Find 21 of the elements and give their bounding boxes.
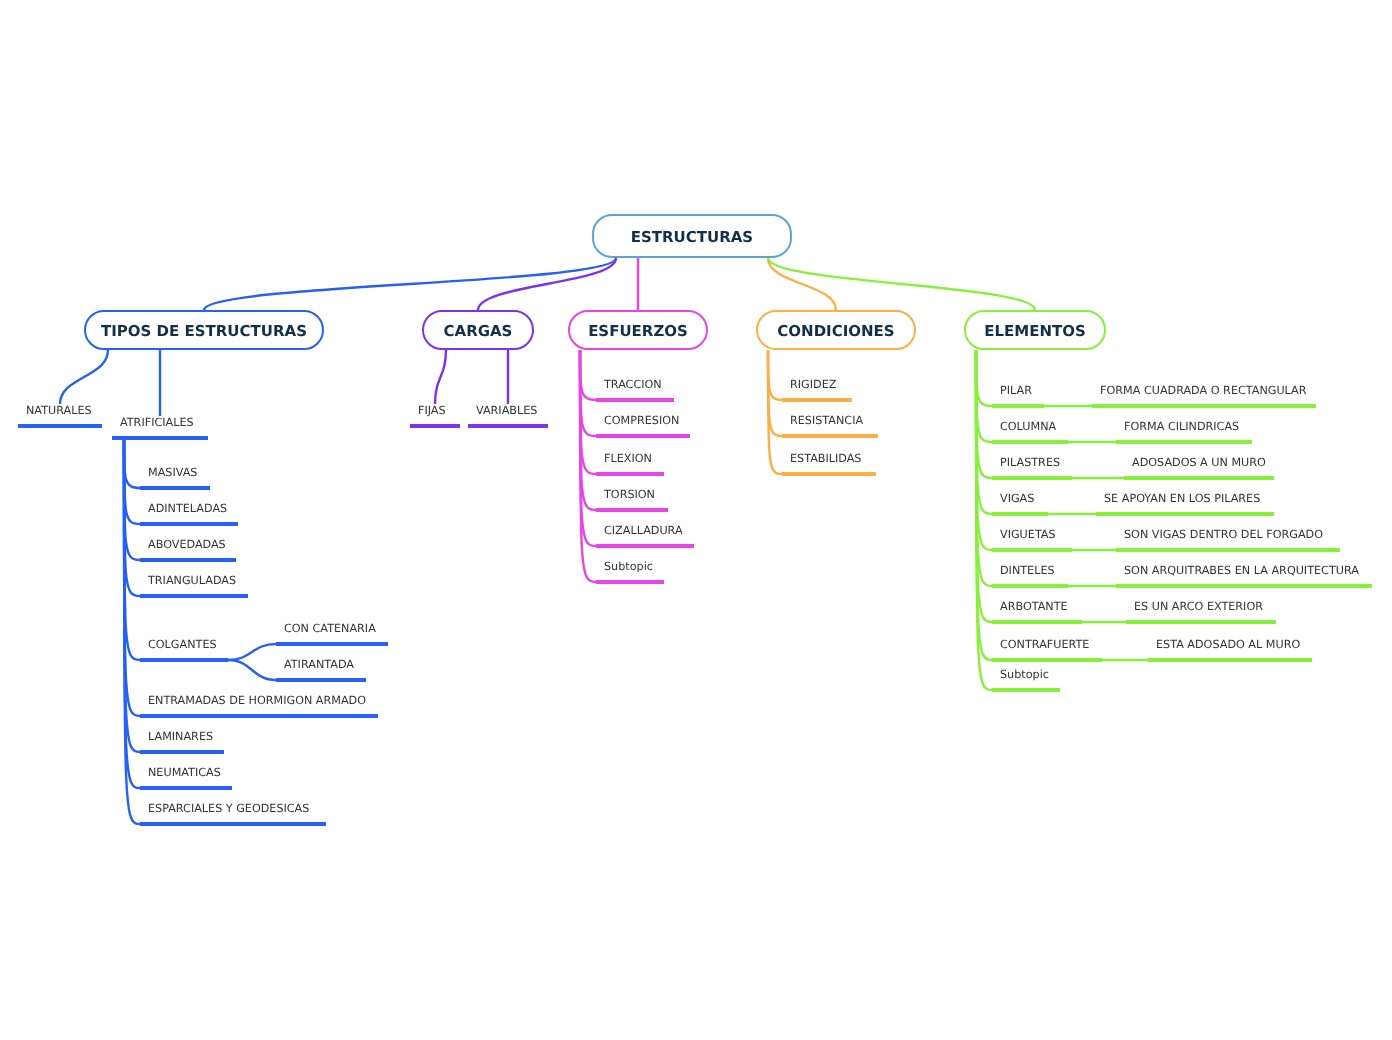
connector-line bbox=[227, 658, 277, 682]
connector-line bbox=[1068, 584, 1116, 588]
connector-line bbox=[476, 257, 618, 311]
connector-line bbox=[766, 350, 783, 476]
connector-line bbox=[1072, 548, 1116, 552]
connector-line bbox=[578, 350, 597, 584]
connector-line bbox=[158, 350, 162, 416]
connector-line bbox=[636, 258, 640, 310]
connector-line bbox=[1068, 440, 1116, 444]
connector-line bbox=[203, 257, 617, 311]
connector-line bbox=[58, 349, 110, 405]
connector-line bbox=[767, 257, 1036, 311]
connector-line bbox=[433, 349, 448, 405]
connector-line bbox=[1082, 620, 1126, 624]
connector-line bbox=[1102, 658, 1148, 662]
connector-line bbox=[1048, 512, 1096, 516]
connector-line bbox=[1072, 476, 1124, 480]
connector-line bbox=[1044, 404, 1092, 408]
connector-line bbox=[766, 257, 838, 311]
connector-line bbox=[506, 350, 510, 404]
connector-line bbox=[227, 642, 277, 662]
